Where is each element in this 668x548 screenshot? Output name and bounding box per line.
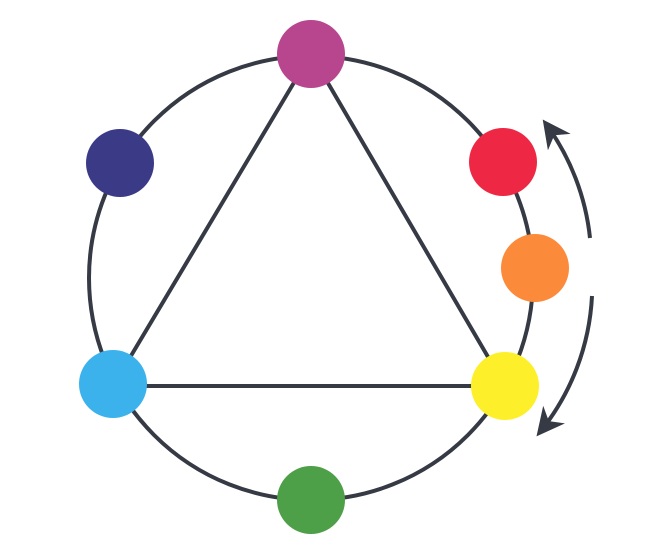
color-dot-indigo <box>86 129 154 197</box>
color-dot-yellow <box>471 352 539 420</box>
color-dot-orange <box>501 234 569 302</box>
triad-triangle <box>111 52 507 388</box>
color-dot-magenta <box>277 20 345 88</box>
color-dot-light-blue <box>79 350 147 418</box>
arrow-up <box>542 119 592 239</box>
wheel-ring <box>87 54 535 502</box>
color-dot-red <box>469 128 537 196</box>
color-dot-green <box>277 466 345 534</box>
arrow-down <box>536 295 594 437</box>
